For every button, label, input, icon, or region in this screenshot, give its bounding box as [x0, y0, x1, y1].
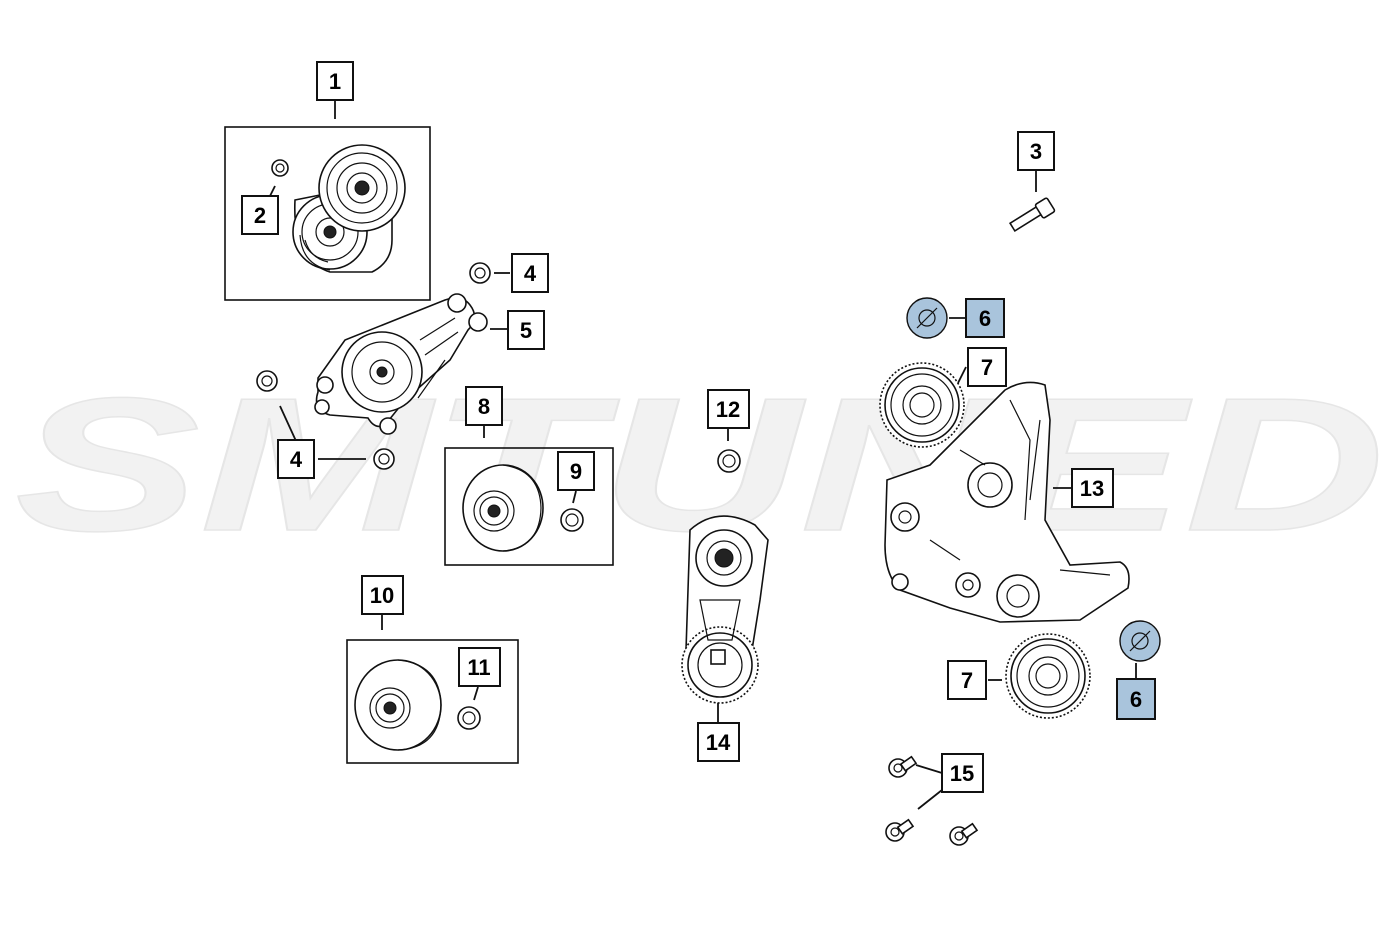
- callout-12: 12: [707, 389, 750, 429]
- svg-text:4: 4: [290, 447, 303, 472]
- svg-text:10: 10: [370, 583, 394, 608]
- svg-text:9: 9: [570, 459, 582, 484]
- nut-4-top-drawing: [469, 262, 491, 284]
- svg-text:3: 3: [1030, 139, 1042, 164]
- callout-3: 3: [1017, 131, 1055, 171]
- callout-8: 8: [465, 386, 503, 426]
- nut-drawing: [271, 159, 289, 177]
- nut-9-drawing: [560, 508, 584, 532]
- callout-6-bottom: 6: [1116, 678, 1156, 720]
- callout-5: 5: [507, 310, 545, 350]
- washer-6-top-drawing: [906, 297, 948, 339]
- svg-text:15: 15: [950, 761, 974, 786]
- svg-text:14: 14: [706, 730, 731, 755]
- watermark-logo: SMTUNED: [15, 359, 1385, 571]
- bolt-drawing: [1008, 197, 1056, 233]
- callout-14: 14: [697, 722, 740, 762]
- callout-6-top: 6: [965, 298, 1005, 338]
- washer-6-bottom-drawing: [1119, 620, 1161, 662]
- idler-pulley-7-top-drawing: [879, 362, 965, 448]
- callout-9: 9: [557, 451, 595, 491]
- svg-text:7: 7: [981, 355, 993, 380]
- svg-text:6: 6: [979, 306, 991, 331]
- accessory-bracket-13-drawing: [884, 381, 1130, 623]
- idler-pulley-8-drawing: [462, 464, 544, 552]
- callout-13: 13: [1071, 468, 1114, 508]
- assembly-box-1: [224, 126, 431, 301]
- assembly-box-10: [346, 639, 519, 764]
- callout-11: 11: [458, 647, 501, 687]
- bolt-15-lower-right-drawing: [949, 822, 979, 846]
- nut-4-left-drawing: [256, 370, 278, 392]
- callout-15: 15: [941, 753, 984, 793]
- nut-11-drawing: [457, 706, 481, 730]
- svg-text:8: 8: [478, 394, 490, 419]
- callout-7-bottom: 7: [947, 660, 987, 700]
- svg-text:4: 4: [524, 261, 537, 286]
- belt-tensioner-assembly-drawing: [292, 144, 406, 273]
- svg-text:2: 2: [254, 203, 266, 228]
- tensioner-bracket-drawing: [314, 293, 488, 435]
- bolt-15-upper-drawing: [888, 755, 918, 778]
- svg-text:5: 5: [520, 318, 532, 343]
- callout-1: 1: [316, 61, 354, 101]
- callout-4-bottom: 4: [277, 439, 315, 479]
- callout-10: 10: [361, 575, 404, 615]
- svg-text:12: 12: [716, 397, 740, 422]
- callout-4-top: 4: [511, 253, 549, 293]
- svg-text:6: 6: [1130, 687, 1142, 712]
- svg-text:7: 7: [961, 668, 973, 693]
- svg-text:13: 13: [1080, 476, 1104, 501]
- tensioner-arm-14-drawing: [681, 515, 769, 704]
- leader-lines: [269, 100, 1137, 810]
- assembly-box-8: [444, 447, 614, 566]
- nut-4-bottom-drawing: [373, 448, 395, 470]
- idler-pulley-7-bottom-drawing: [1005, 633, 1091, 719]
- svg-text:11: 11: [467, 655, 490, 680]
- idler-pulley-10-drawing: [354, 659, 442, 751]
- svg-text:1: 1: [329, 69, 341, 94]
- nut-12-drawing: [717, 449, 741, 473]
- callout-7-top: 7: [967, 347, 1007, 387]
- bolt-15-lower-left-drawing: [885, 818, 915, 842]
- callout-2: 2: [241, 195, 279, 235]
